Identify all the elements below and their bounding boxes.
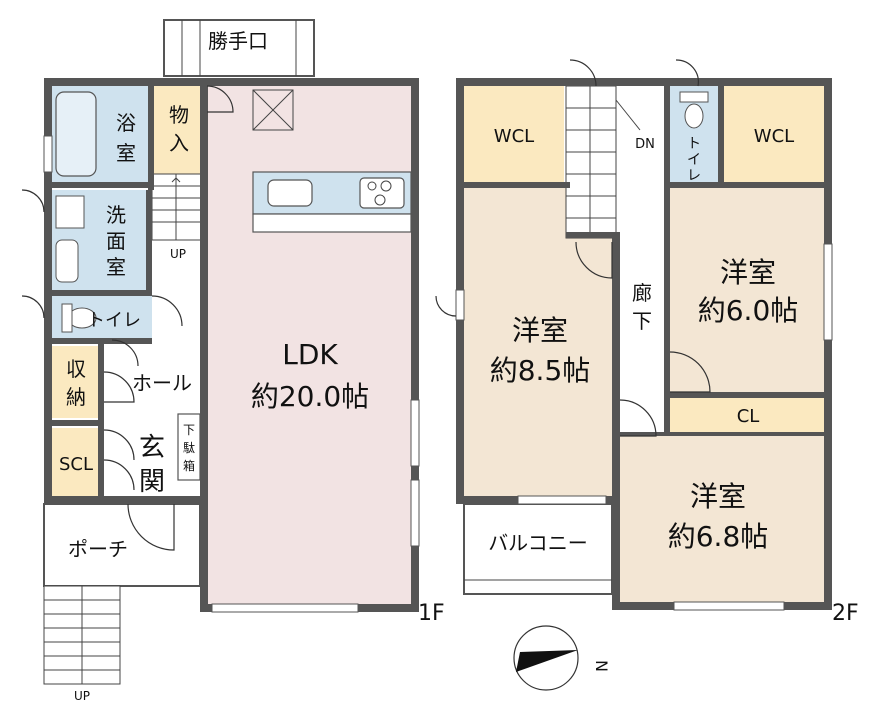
toilet-label: トイレ [87, 310, 141, 331]
toilet-2f-icon [684, 103, 704, 129]
wcl-left-label: WCL [494, 126, 534, 147]
range-hood [252, 89, 294, 131]
bath-label-1: 浴 [116, 111, 136, 135]
corridor-label-1: 廊 [632, 281, 652, 305]
stair-2f [565, 85, 641, 239]
floor-1: 勝手口 [21, 19, 445, 703]
entrance-label-2: 関 [139, 467, 165, 497]
corridor-label-2: 下 [632, 309, 652, 333]
wcl-left-room [464, 86, 564, 188]
floor2-label: 2F [832, 601, 859, 626]
room-c-name: 洋室 [690, 480, 746, 513]
stair-1f [151, 173, 205, 241]
wcl-right-label: WCL [754, 126, 794, 147]
room-c-size: 約6.8帖 [668, 520, 769, 553]
room-b [670, 188, 824, 392]
katteguchi-label: 勝手口 [208, 29, 268, 53]
cl-label: CL [737, 406, 760, 427]
scl-room [52, 428, 100, 496]
compass: N [513, 625, 611, 691]
scl-label: SCL [59, 454, 93, 475]
toilet-2f-label-3: レ [687, 168, 701, 184]
balcony-label: バルコニー [488, 531, 588, 555]
washroom-label-1: 洗 [106, 203, 126, 227]
porch-label: ポーチ [68, 537, 128, 561]
stair-dn-label: DN [635, 137, 655, 152]
room-a [464, 188, 612, 496]
floor1-label: 1F [418, 601, 445, 626]
storage-room [154, 86, 204, 174]
kitchen-sink-icon [267, 179, 313, 207]
shoebox-label-3: 箱 [183, 458, 195, 473]
shoebox-label-1: 下 [183, 423, 195, 437]
katteguchi-area [163, 19, 315, 77]
bathtub [55, 91, 97, 177]
outside-steps [43, 585, 121, 685]
room-a-name: 洋室 [512, 314, 568, 347]
cl-room [670, 398, 824, 432]
toilet-2f-room [670, 86, 718, 188]
toilet-2f-label-1: ト [687, 136, 701, 152]
storage-label-1: 物 [169, 103, 189, 127]
room-a-size: 約8.5帖 [490, 354, 591, 387]
washer-icon [55, 195, 85, 229]
room-c [620, 432, 824, 602]
floor-2: DN [435, 59, 859, 626]
room-b-name: 洋室 [720, 256, 776, 289]
bath-room [100, 86, 154, 182]
kitchen-bar [252, 213, 412, 233]
toilet-2f-label-2: イ [687, 152, 701, 168]
sink-icon [55, 239, 79, 283]
outside-up-label: UP [74, 689, 90, 703]
storage-label-2: 入 [169, 131, 189, 155]
bath-label-2: 室 [116, 141, 136, 165]
ldk-window [211, 603, 359, 613]
closet-label-2: 納 [66, 385, 86, 409]
stair-up-label: UP [170, 247, 186, 261]
hall-label: ホール [132, 371, 192, 395]
balcony-area [463, 503, 613, 595]
room-b-size: 約6.0帖 [698, 294, 799, 327]
stove-icon [359, 177, 405, 209]
closet-label-1: 収 [66, 357, 86, 381]
closet-room [52, 346, 100, 418]
washroom-label-3: 室 [106, 255, 126, 279]
ldk-side-window [410, 399, 420, 467]
compass-north-label: N [592, 660, 611, 672]
entrance-label-1: 玄 [139, 433, 165, 463]
wcl-right-room [724, 86, 824, 188]
shoebox-label-2: 駄 [183, 440, 195, 455]
ldk-name: LDK [282, 338, 338, 371]
ldk-size: 約20.0帖 [251, 380, 369, 413]
compass-arrow-icon [516, 650, 578, 672]
washroom-label-2: 面 [106, 229, 126, 253]
